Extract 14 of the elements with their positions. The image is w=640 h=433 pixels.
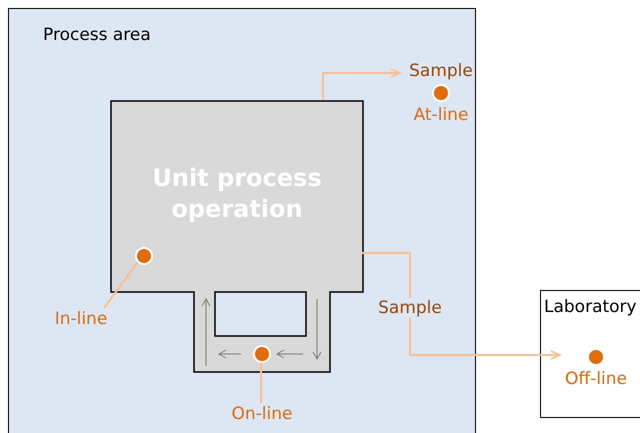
- edge-label: Sample: [376, 298, 444, 318]
- arrow: [362, 252, 561, 360]
- measurement-label: Off-line: [564, 369, 628, 389]
- panel-title: Laboratory: [544, 297, 637, 317]
- leader-line: [260, 362, 262, 403]
- laboratory-panel: [540, 290, 640, 418]
- measurement-label: In-line: [54, 309, 108, 329]
- panel-title: Process area: [43, 25, 151, 45]
- leader-line: [103, 262, 138, 309]
- sample-label: Sample: [408, 61, 474, 81]
- process-area-panel: [8, 8, 476, 433]
- measurement-label: On-line: [230, 404, 294, 424]
- measurement-label: At-line: [412, 105, 470, 125]
- arrow: [322, 68, 401, 100]
